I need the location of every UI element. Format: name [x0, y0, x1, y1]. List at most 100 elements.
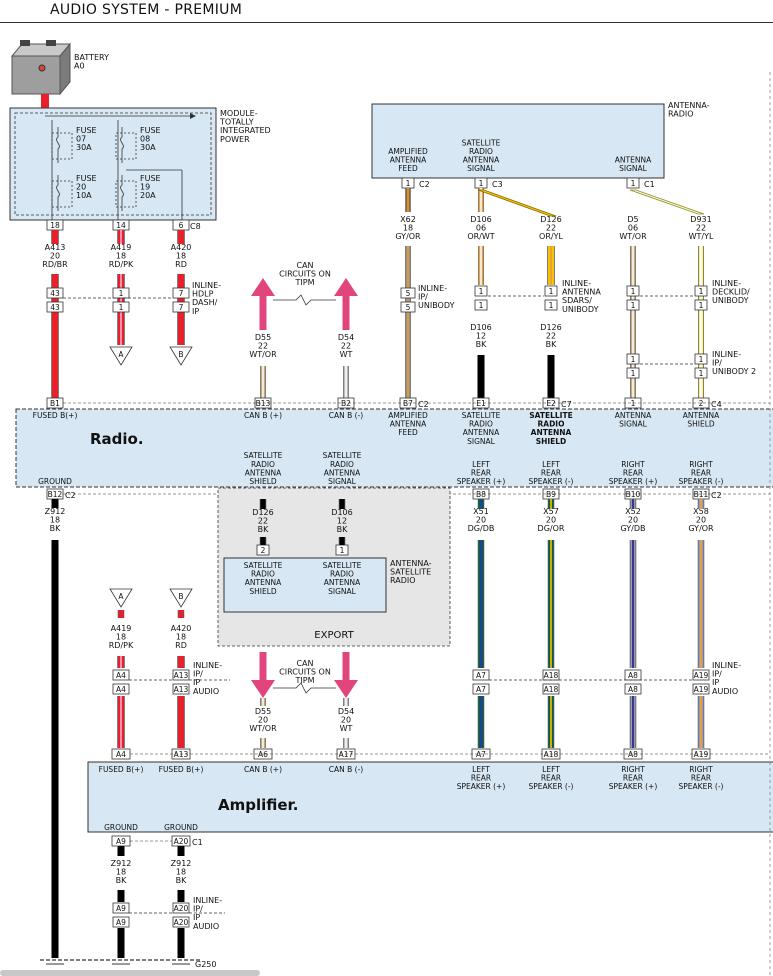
fuse-label: 07: [76, 135, 86, 144]
offpage-connector-b: B: [178, 350, 183, 359]
inline-label: IP/: [712, 359, 722, 368]
wire-label: WT: [340, 724, 353, 733]
wire-label: OR/YL: [539, 232, 563, 241]
wire-label: 20: [258, 716, 268, 725]
radio-pin: 2: [699, 399, 704, 408]
radio-terminal-label: LEFT: [542, 460, 560, 469]
radio-pin: B9: [546, 490, 556, 499]
tipm-module: [9, 107, 217, 221]
wire-label: D54: [338, 707, 354, 716]
fuse-icon: [115, 132, 137, 160]
inline-pin: [542, 683, 560, 695]
wire-label: WT: [340, 350, 353, 359]
radio-terminal-label: ANTENNA: [683, 411, 720, 420]
battery-icon: [46, 40, 56, 46]
inline-label: INLINE-: [712, 661, 741, 670]
wire-label: 22: [546, 224, 556, 233]
tipm-pin: 14: [116, 221, 126, 230]
horizontal-scrollbar[interactable]: [0, 970, 260, 976]
wire-label: 22: [258, 517, 268, 526]
radio-pin: B1: [50, 399, 60, 408]
radio-pin: B7: [403, 399, 413, 408]
inline-pin: A7: [476, 671, 486, 680]
amplifier-terminal-label: REAR: [471, 774, 491, 783]
wire-label: DG/OR: [538, 524, 565, 533]
wire-label: A419: [111, 624, 132, 633]
antenna-satellite-pin: 1: [340, 546, 345, 555]
inline-pin: 1: [479, 301, 484, 310]
inline-label: IP: [193, 678, 200, 687]
radio-terminal-label: RADIO: [330, 460, 354, 469]
radio-terminal-label: REAR: [691, 468, 711, 477]
offpage-connector-b: [169, 346, 193, 366]
antenna-radio-pin: [626, 177, 640, 189]
wire-label: 18: [176, 868, 186, 877]
fuse-label: 08: [140, 135, 150, 144]
radio-terminal-label: SHIELD: [249, 477, 277, 486]
amplifier-terminal-label: SPEAKER (-): [679, 782, 724, 791]
antenna-satellite-terminal: SIGNAL: [328, 587, 357, 596]
wire-label: BK: [337, 525, 348, 534]
inline-pin: [626, 299, 640, 311]
wire-label: 18: [50, 516, 60, 525]
radio-pin: B13: [256, 399, 271, 408]
inline-pin: [112, 669, 130, 681]
inline-pin: A13: [174, 671, 189, 680]
diagram-title: AUDIO SYSTEM - PREMIUM: [50, 2, 243, 18]
can-label: CAN: [296, 261, 313, 270]
can-label: CIRCUITS ON: [279, 270, 331, 279]
wire-label: GY/DB: [620, 524, 645, 533]
amplifier-terminal-label: RIGHT: [621, 765, 645, 774]
wire-label: A413: [45, 243, 66, 252]
battery-icon: [20, 40, 30, 46]
antenna-satellite-terminal: ANTENNA: [245, 578, 282, 587]
antenna-radio-pin: 1: [479, 179, 484, 188]
wire-label: X58: [693, 507, 709, 516]
wire-label: RD/PK: [109, 641, 134, 650]
amplifier-terminal-label: RIGHT: [689, 765, 713, 774]
battery-icon: [11, 55, 61, 95]
amplifier-terminal-label: SPEAKER (+): [609, 782, 658, 791]
radio-terminal-label: AMPLIFIED: [388, 411, 428, 420]
inline-pin: 5: [406, 303, 411, 312]
amplifier-pin: A7: [476, 750, 486, 759]
fuse-label: FUSE: [140, 126, 161, 135]
inline-pin: [626, 367, 640, 379]
wire-label: GY/OR: [395, 232, 421, 241]
wire-label: D106: [331, 508, 352, 517]
fuse-label: 19: [140, 183, 150, 192]
radio-pin: B8: [476, 490, 486, 499]
inline-pin: A8: [628, 685, 638, 694]
inline-pin: 1: [699, 287, 704, 296]
inline-label: INLINE-: [562, 279, 591, 288]
wire-label: D106: [470, 323, 491, 332]
inline-pin: [172, 902, 190, 914]
radio-terminal-label: REAR: [541, 468, 561, 477]
radio-title: Radio.: [90, 430, 144, 448]
battery-wire: [41, 94, 49, 108]
inline-pin: [472, 683, 490, 695]
radio-terminal-label: SHIELD: [536, 437, 567, 446]
radio-terminal-label: SPEAKER (+): [609, 477, 658, 486]
inline-label: IP/: [418, 293, 428, 302]
battery-icon: [59, 42, 71, 96]
inline-pin: A18: [544, 671, 559, 680]
inline-pin: [112, 683, 130, 695]
inline-pin: [694, 367, 708, 379]
wire-label: RD: [175, 641, 187, 650]
radio-terminal-label: SATELLITE: [244, 451, 283, 460]
radio-terminal-label: RADIO: [538, 420, 565, 429]
radio-connector: C4: [711, 400, 722, 409]
antenna-radio-terminal: SATELLITE: [462, 138, 501, 147]
antenna-radio-connector: C2: [419, 180, 430, 189]
fuse-icon: [120, 175, 124, 211]
wire-d126: [477, 189, 557, 217]
wire-label: 18: [116, 252, 126, 261]
wire-label: X62: [400, 215, 416, 224]
antenna-radio-terminal: SIGNAL: [619, 164, 648, 173]
wire-label: D55: [255, 707, 271, 716]
wire-label: OR/WT: [467, 232, 494, 241]
inline-pin: 1: [699, 369, 704, 378]
fuse-icon: [56, 175, 60, 211]
